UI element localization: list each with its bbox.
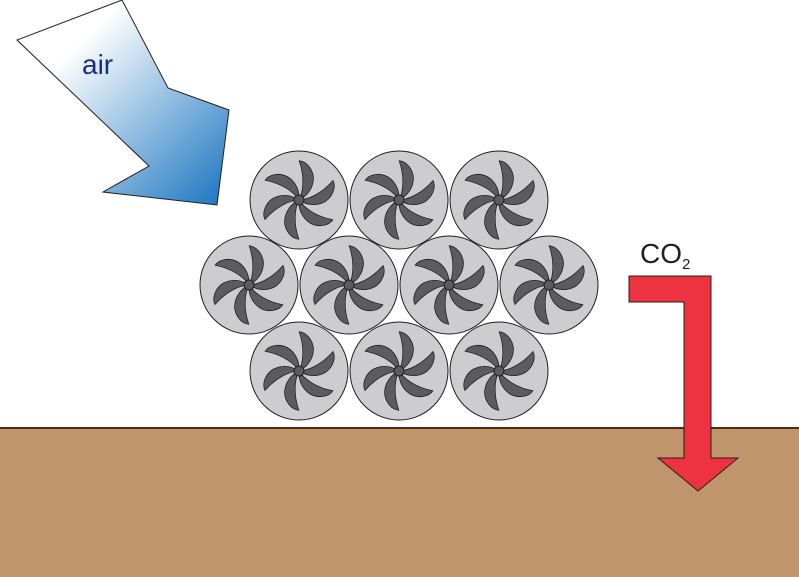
fan-icon [249, 321, 349, 421]
fan-hub [243, 279, 255, 291]
fan-hub [393, 194, 405, 206]
fan-hub [443, 279, 455, 291]
fan-icon [399, 235, 499, 335]
fan-hub [343, 279, 355, 291]
fan-hub [543, 279, 555, 291]
co2-label-main: CO [640, 238, 682, 269]
fan-hub [493, 194, 505, 206]
co2-label-subscript: 2 [682, 256, 690, 273]
fan-icon [249, 150, 349, 250]
fan-icon [299, 235, 399, 335]
fan-icon [349, 150, 449, 250]
co2-label: CO2 [640, 238, 690, 273]
air-arrow-icon [16, 0, 230, 206]
fan-icon [349, 321, 449, 421]
fan-icon [499, 235, 599, 335]
ground [0, 428, 799, 577]
fan-hub [293, 365, 305, 377]
fan-hub [293, 194, 305, 206]
co2-arrow-icon [628, 275, 740, 492]
fan-hub [393, 365, 405, 377]
fan-icon [199, 235, 299, 335]
fan-hub [493, 365, 505, 377]
fan-array [199, 150, 599, 421]
fan-icon [449, 150, 549, 250]
fan-icon [449, 321, 549, 421]
air-label: air [82, 49, 113, 80]
